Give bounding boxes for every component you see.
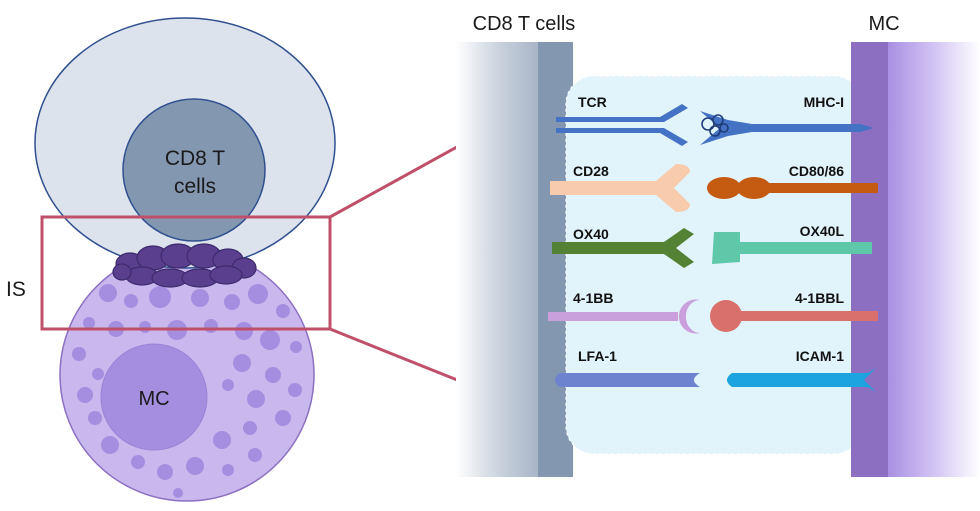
cd28-receptor [550, 164, 690, 212]
synapse-label: IS [6, 278, 26, 301]
mhc-i-ligand [700, 111, 874, 145]
ox40-label: OX40 [573, 226, 609, 242]
cd80-86-ligand [707, 177, 878, 199]
ox40l-label: OX40L [800, 223, 845, 239]
synapse-detail-panel: CD8 T cells MC TCR MHC-I CD28 CD80/86 [456, 13, 980, 477]
t-cell-label-line1: CD8 T [165, 147, 225, 170]
mc-membrane [851, 42, 888, 477]
ox40l-ligand [712, 232, 872, 264]
4-1bbl-label: 4-1BBL [795, 290, 844, 306]
lfa-1-receptor [555, 373, 700, 387]
peptide-icon [701, 114, 729, 137]
4-1bb-receptor [548, 299, 700, 334]
4-1bb-label: 4-1BB [573, 290, 613, 306]
t-cell-label-line2: cells [174, 175, 216, 198]
tcr-label: TCR [578, 94, 607, 110]
tcr-receptor [556, 104, 688, 146]
lfa-1-label: LFA-1 [578, 348, 617, 364]
t-cell-nucleus [122, 98, 266, 242]
mhc-i-label: MHC-I [804, 94, 844, 110]
4-1bbl-ligand [710, 300, 878, 332]
synapse-cluster [112, 243, 257, 288]
cd80-86-label: CD80/86 [789, 163, 844, 179]
mast-cell-label: MC [138, 388, 169, 410]
mast-cell-nucleus [100, 343, 208, 451]
icam-1-ligand [727, 368, 876, 392]
t-cell-membrane-shade [456, 42, 538, 477]
ox40-receptor [552, 228, 694, 268]
left-cell-schematic: CD8 T cells MC IS [6, 17, 336, 502]
cd28-label: CD28 [573, 163, 609, 179]
mc-membrane-label: MC [868, 13, 899, 35]
mc-membrane-shade [888, 42, 980, 477]
icam-1-label: ICAM-1 [796, 348, 844, 364]
t-cell-membrane-label: CD8 T cells [473, 13, 576, 35]
synapse-highlight-frame [40, 215, 332, 331]
